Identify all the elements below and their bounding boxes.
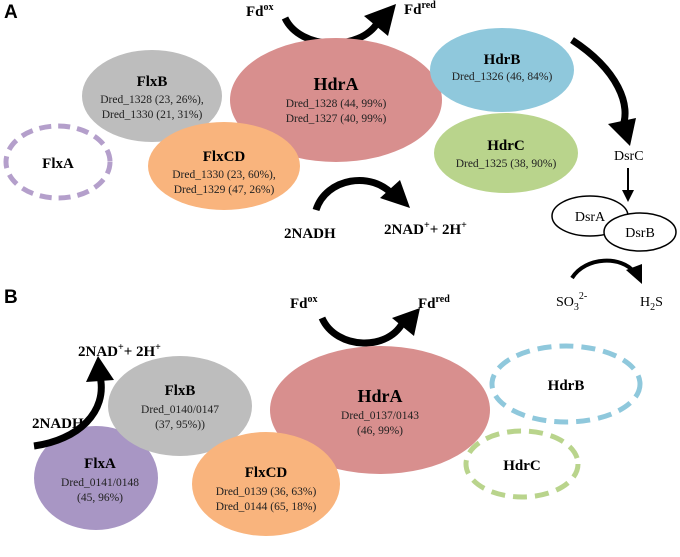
flxcd-subunit-b xyxy=(192,432,340,536)
hdra-name-b: HdrA xyxy=(358,386,403,406)
nadh-label-a: 2NADH xyxy=(284,226,336,242)
dsrc-label: DsrC xyxy=(614,149,644,164)
electron-arrow-dsrc xyxy=(570,37,636,146)
flxcd-name-b: FlxCD xyxy=(245,465,288,481)
fdred-label-b: Fdred xyxy=(418,294,450,312)
dsrb-label: DsrB xyxy=(625,226,655,241)
hdrb-name-a: HdrB xyxy=(484,52,521,68)
fd-arrow-b xyxy=(318,308,420,347)
flxa-subunit-b xyxy=(34,426,158,530)
flxcd-name-a: FlxCD xyxy=(203,149,246,165)
nadh-label-b: 2NADH xyxy=(32,416,84,432)
flxa-subunit-a xyxy=(3,123,113,201)
flxa-gene-2-b: (45, 96%) xyxy=(77,492,123,504)
flxb-gene-1-a: Dred_1328 (23, 26%), xyxy=(100,94,204,106)
hdrb-subunit-a xyxy=(430,28,574,112)
fdred-label-a: Fdred xyxy=(404,0,436,18)
hdrc-gene-1-a: Dred_1325 (38, 90%) xyxy=(456,158,557,170)
flxcd-gene-1-b: Dred_0139 (36, 63%) xyxy=(216,486,317,498)
flxcd-gene-1-a: Dred_1330 (23, 60%), xyxy=(172,169,276,181)
dsra-label: DsrA xyxy=(575,210,606,225)
flxa-gene-1-b: Dred_0141/0148 xyxy=(61,477,139,489)
flxb-name-b: FlxB xyxy=(165,383,196,399)
hdra-gene-2-a: Dred_1327 (40, 99%) xyxy=(286,113,387,125)
hdrc-name-b: HdrC xyxy=(503,458,541,474)
hdra-name-a: HdrA xyxy=(314,74,359,94)
hdra-gene-1-a: Dred_1328 (44, 99%) xyxy=(286,98,387,110)
flxcd-gene-2-a: Dred_1329 (47, 26%) xyxy=(174,184,275,196)
hdrc-subunit-b xyxy=(463,428,581,500)
hdra-gene-2-b: (46, 99%) xyxy=(357,425,403,437)
hdra-gene-1-b: Dred_0137/0143 xyxy=(341,410,419,422)
fd-arrow-a xyxy=(281,4,396,47)
nad-label-a: 2NAD++ 2H+ xyxy=(384,220,467,238)
hdra-subunit-b xyxy=(270,346,490,474)
fdox-label-b: Fdox xyxy=(290,294,318,312)
hdrb-gene-1-a: Dred_1326 (46, 84%) xyxy=(452,71,553,83)
sulfite-label: SO32- xyxy=(556,291,587,313)
flxcd-gene-2-b: Dred_0144 (65, 18%) xyxy=(216,501,317,513)
hdrc-name-a: HdrC xyxy=(487,138,525,154)
dsrb-subunit xyxy=(603,212,677,252)
fdox-label-a: Fdox xyxy=(246,2,274,20)
flxb-gene-1-b: Dred_0140/0147 xyxy=(141,404,219,416)
flxcd-subunit-a xyxy=(148,122,300,210)
flxa-name-a: FlxA xyxy=(42,156,74,172)
hdrc-subunit-a xyxy=(434,113,578,193)
flxb-gene-2-b: (37, 95%)) xyxy=(155,419,205,431)
panel-b-label: B xyxy=(4,287,18,308)
hdrb-subunit-b xyxy=(489,343,643,425)
h2s-label: H2S xyxy=(640,295,663,313)
nadh-arrow-a xyxy=(312,177,410,212)
hdra-subunit-a xyxy=(230,38,442,162)
panel-a-label: A xyxy=(4,2,18,23)
flxb-subunit-a xyxy=(82,50,222,142)
hdrb-name-b: HdrB xyxy=(548,378,585,394)
nadh-arrow-b xyxy=(33,356,114,450)
flxb-name-a: FlxB xyxy=(137,74,168,90)
flxb-subunit-b xyxy=(108,356,252,456)
flxa-name-b: FlxA xyxy=(84,456,116,472)
sulfite-reduction-arrow xyxy=(570,258,642,284)
nad-label-b: 2NAD++ 2H+ xyxy=(78,342,161,360)
flxb-gene-2-a: Dred_1330 (21, 31%) xyxy=(102,109,203,121)
